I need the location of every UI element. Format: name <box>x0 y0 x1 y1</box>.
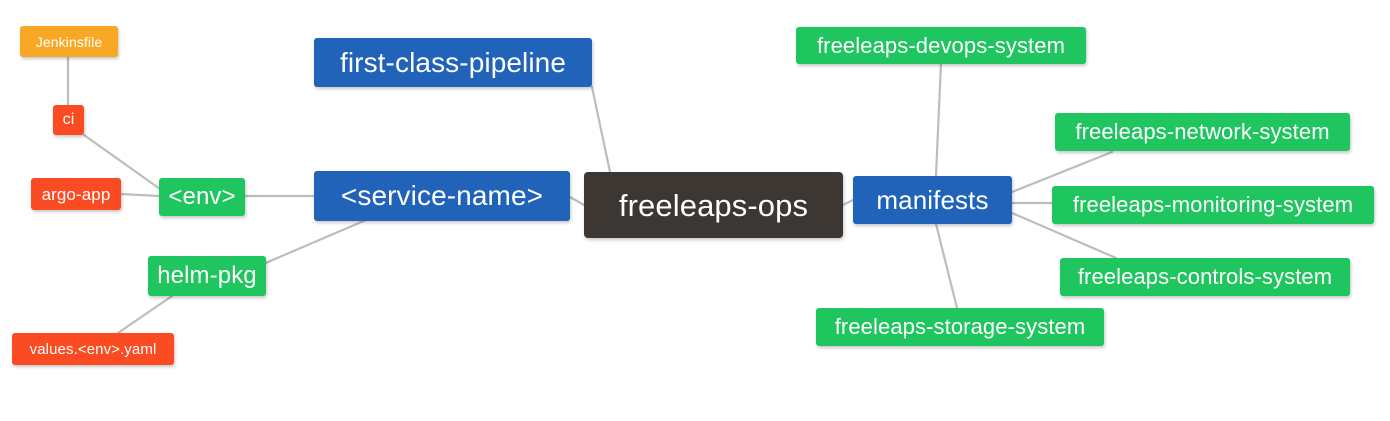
node-label: freeleaps-network-system <box>1075 119 1330 144</box>
node-label: freeleaps-controls-system <box>1077 264 1333 289</box>
node-values-env-yaml[interactable]: values.<env>.yaml <box>12 333 174 365</box>
node-ci[interactable]: ci <box>53 105 84 135</box>
node-label: first-class-pipeline <box>339 46 567 78</box>
node-jenkinsfile[interactable]: Jenkinsfile <box>20 26 118 57</box>
node-freeleaps-network-system[interactable]: freeleaps-network-system <box>1055 113 1350 151</box>
node-label: values.<env>.yaml <box>29 340 157 358</box>
node-label: freeleaps-devops-system <box>816 32 1066 58</box>
edge-manifests-storage-system <box>934 222 959 310</box>
node-freeleaps-devops-system[interactable]: freeleaps-devops-system <box>796 27 1086 64</box>
edge-helm-pkg-values-yaml <box>116 294 174 335</box>
edge-env-argo-app <box>119 192 161 198</box>
node-label: helm-pkg <box>157 262 257 289</box>
node-freeleaps-storage-system[interactable]: freeleaps-storage-system <box>816 308 1104 346</box>
edge-root-first-class-pipeline <box>590 85 612 174</box>
node-freeleaps-ops[interactable]: freeleaps-ops <box>584 172 843 238</box>
node-freeleaps-controls-system[interactable]: freeleaps-controls-system <box>1060 258 1350 296</box>
node-label: freeleaps-monitoring-system <box>1072 192 1354 217</box>
node-env[interactable]: <env> <box>159 178 245 216</box>
node-label: <service-name> <box>340 180 544 211</box>
node-label: argo-app <box>41 184 111 204</box>
edge-manifests-devops-system <box>934 61 943 178</box>
node-label: Jenkinsfile <box>35 33 103 50</box>
node-argo-app[interactable]: argo-app <box>31 178 121 210</box>
node-label: freeleaps-ops <box>618 187 809 223</box>
node-label: ci <box>62 111 75 128</box>
node-label: <env> <box>168 183 236 210</box>
edge-root-manifests <box>841 198 855 207</box>
node-label: manifests <box>876 185 989 215</box>
node-first-class-pipeline[interactable]: first-class-pipeline <box>314 38 592 87</box>
node-label: freeleaps-storage-system <box>834 314 1086 339</box>
node-helm-pkg[interactable]: helm-pkg <box>148 256 266 296</box>
edge-root-service-name <box>568 195 586 207</box>
node-manifests[interactable]: manifests <box>853 176 1012 224</box>
edge-service-name-helm-pkg <box>252 218 368 270</box>
node-service-name[interactable]: <service-name> <box>314 171 570 221</box>
node-freeleaps-monitoring-system[interactable]: freeleaps-monitoring-system <box>1052 186 1374 224</box>
